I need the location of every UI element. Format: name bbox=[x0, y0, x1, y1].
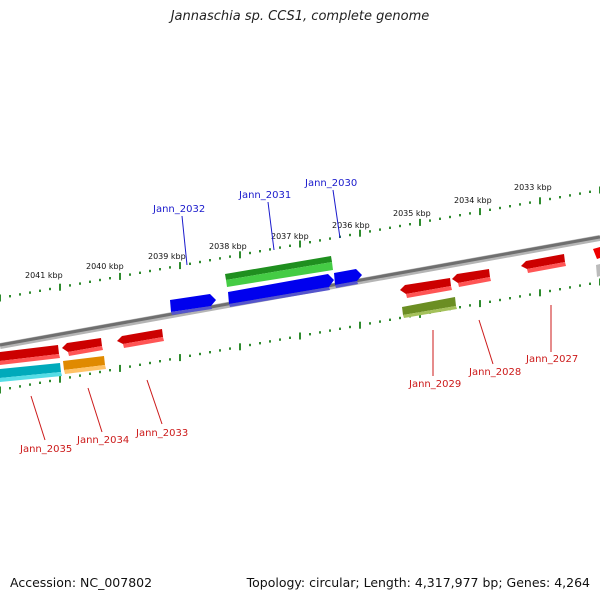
label-jann-2030[interactable]: Jann_2030 bbox=[304, 178, 357, 189]
gene-jann-2027[interactable] bbox=[521, 254, 566, 273]
forward-strand-genes bbox=[170, 247, 600, 315]
kbp-label-2039: 2039 kbp bbox=[148, 252, 186, 261]
gene-jann-2029[interactable] bbox=[400, 278, 457, 318]
label-jann-2029[interactable]: Jann_2029 bbox=[408, 379, 461, 390]
gene-jann-2032[interactable] bbox=[170, 294, 216, 315]
label-jann-2035[interactable]: Jann_2035 bbox=[19, 444, 72, 455]
label-jann-2033[interactable]: Jann_2033 bbox=[135, 428, 188, 439]
kbp-label-2035: 2035 kbp bbox=[393, 209, 431, 218]
gene-labels: Jann_2032 Jann_2031 Jann_2030 Jann_2027 … bbox=[19, 178, 578, 455]
kbp-label-2038: 2038 kbp bbox=[209, 242, 247, 251]
gene-gray-partial[interactable] bbox=[596, 264, 600, 277]
genome-summary-text: Topology: circular; Length: 4,317,977 bp… bbox=[246, 575, 590, 590]
gene-jann-2030[interactable] bbox=[334, 269, 362, 288]
kbp-label-2040: 2040 kbp bbox=[86, 262, 124, 271]
gene-jann-2028[interactable] bbox=[452, 269, 491, 287]
label-jann-2028[interactable]: Jann_2028 bbox=[468, 367, 521, 378]
kbp-label-2034: 2034 kbp bbox=[454, 196, 492, 205]
gene-jann-2034[interactable] bbox=[62, 338, 106, 374]
label-jann-2032[interactable]: Jann_2032 bbox=[152, 204, 205, 215]
gene-green-feature[interactable] bbox=[225, 256, 333, 287]
label-jann-2034[interactable]: Jann_2034 bbox=[76, 435, 129, 446]
kbp-label-2036: 2036 kbp bbox=[332, 221, 370, 230]
outer-tick-track bbox=[0, 186, 600, 302]
kbp-label-2033: 2033 kbp bbox=[514, 183, 552, 192]
gene-jann-2031[interactable] bbox=[228, 274, 334, 307]
accession-text: Accession: NC_007802 bbox=[10, 575, 153, 590]
reverse-strand-genes bbox=[0, 254, 566, 382]
kbp-label-2037: 2037 kbp bbox=[271, 232, 309, 241]
map-title: Jannaschia sp. CCS1, complete genome bbox=[170, 9, 430, 24]
gene-red-partial-right[interactable] bbox=[593, 247, 600, 259]
kbp-labels: 2033 kbp 2034 kbp 2035 kbp 2036 kbp 2037… bbox=[25, 183, 552, 280]
gene-jann-2035[interactable] bbox=[0, 345, 62, 382]
gene-jann-2033[interactable] bbox=[117, 329, 164, 348]
kbp-label-2041: 2041 kbp bbox=[25, 271, 63, 280]
label-jann-2027[interactable]: Jann_2027 bbox=[525, 354, 578, 365]
label-jann-2031[interactable]: Jann_2031 bbox=[238, 190, 291, 201]
